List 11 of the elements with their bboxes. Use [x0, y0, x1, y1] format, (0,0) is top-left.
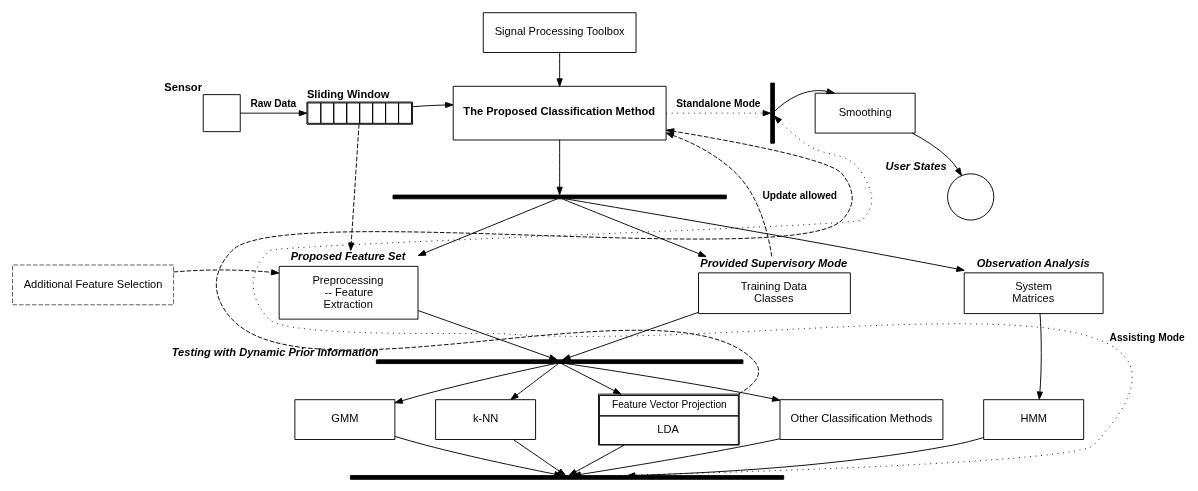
node-label: Testing with Dynamic Prior Information	[171, 345, 379, 358]
node-label: Sensor	[164, 80, 202, 93]
node-label: Provided Supervisory Mode	[700, 256, 848, 269]
edge-label: Assisting Mode	[1109, 331, 1185, 343]
edge-label: Standalone Mode	[676, 96, 761, 108]
edge-label: Update allowed	[762, 189, 838, 201]
edge-label: Raw Data	[250, 96, 297, 108]
node-label: User States	[885, 159, 947, 172]
node-label: Proposed Feature Set	[290, 249, 406, 262]
node-label: Observation Analysis	[976, 256, 1090, 269]
node-label: Sliding Window	[306, 87, 390, 100]
